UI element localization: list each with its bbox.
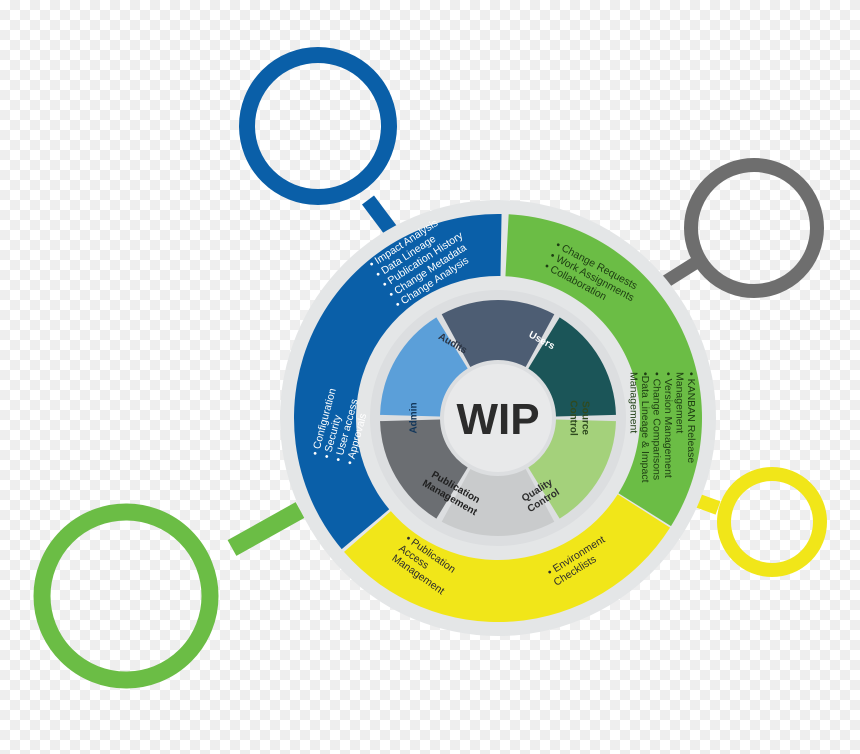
inner-segment-admin (380, 317, 468, 417)
text-line: • KANBAN Release (685, 372, 697, 463)
inner-ring (380, 300, 616, 537)
green-connector (227, 502, 305, 556)
green-side-text: • KANBAN ReleaseManagement• Version Mana… (628, 372, 698, 483)
gray-circle (684, 158, 824, 298)
inner-segment-quality-control (441, 468, 555, 537)
text-line: • Version Management (662, 372, 674, 478)
outer-ring (294, 214, 703, 623)
center-hub (444, 364, 552, 472)
inner-label-line: Source (580, 401, 591, 435)
inner-label-line: Admin (409, 402, 420, 433)
inner-label-admin: Admin (409, 402, 420, 433)
satellite-circles (33, 47, 827, 689)
inner-label-line: Control (568, 400, 579, 436)
text-line: Management (628, 372, 640, 433)
blue-connector (362, 195, 398, 237)
inner-segment-publication-management (380, 419, 468, 519)
outer-segment-blue (294, 214, 502, 550)
outer-segment-yellow (344, 494, 671, 623)
inner-label-source-control: SourceControl (568, 400, 591, 436)
yellow-connector (693, 493, 721, 515)
inner-segment-users (528, 317, 616, 417)
inner-segment-source-control (528, 419, 616, 519)
text-line: • Change Comparisons (651, 372, 663, 480)
green-circle (33, 503, 219, 689)
text-line: •Data Lineage & Impact (639, 372, 651, 483)
blue-circle (239, 47, 397, 205)
outer-segment-green (505, 214, 703, 527)
text-line: Management (674, 372, 686, 433)
center-label: WIP (456, 395, 539, 444)
yellow-circle (717, 467, 827, 577)
inner-segment-audits (441, 300, 555, 368)
